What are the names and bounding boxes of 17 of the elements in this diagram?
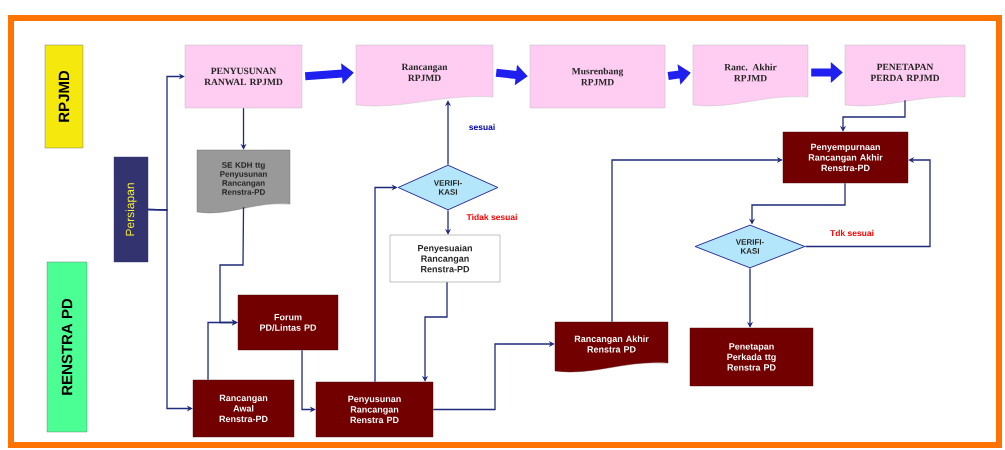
arrow	[611, 156, 783, 323]
process-box: Penetapan Perkada ttg Renstra PD	[689, 327, 814, 387]
process-box: Penyempurnaan Rancangan Akhir Renstra-PD	[782, 131, 909, 184]
process-box: Forum PD/Lintas PD	[237, 294, 339, 351]
side-label: RPJMD	[44, 44, 84, 149]
edge-label: sesuai	[467, 122, 497, 132]
process-box: Musrenbang RPJMD	[529, 44, 666, 109]
edge-label: Tidak sesuai	[465, 212, 519, 222]
side-label: RENSTRA PD	[46, 261, 88, 433]
arrow	[432, 340, 555, 411]
process-box: PENYUSUNAN RANWAL RPJMD	[184, 44, 303, 109]
side-label: Persiapan	[113, 156, 149, 263]
process-box: Rancangan Awal Renstra-PD	[192, 379, 295, 438]
edge-label: Tdk sesuai	[829, 228, 875, 238]
process-box: Penyesuaian Rancangan Renstra-PD	[389, 234, 501, 283]
process-box: Penyusunan Rancangan Renstra PD	[315, 381, 434, 438]
arrow	[207, 319, 238, 381]
